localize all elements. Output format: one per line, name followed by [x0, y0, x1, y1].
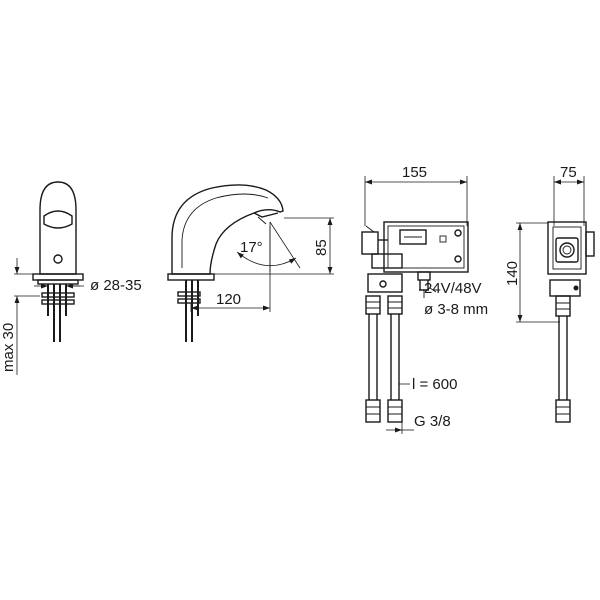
faucet-front-view: max 30 ø 28-35: [0, 181, 142, 375]
side-nut: [177, 298, 201, 304]
side-washer: [177, 291, 201, 297]
angle-spray-line: [269, 221, 301, 269]
hose-right-bottom-nut: [387, 399, 403, 423]
side-hose-top-nut: [555, 295, 571, 317]
dim75-label: 75: [560, 164, 577, 181]
side-hose-top-nut-lines: [556, 302, 570, 310]
side-connector-ring: [559, 242, 575, 258]
side-body-inner: [181, 193, 269, 268]
angle-arc: [236, 251, 297, 267]
hose-left-top-nut-lines: [366, 301, 380, 309]
side-base-plate: [167, 273, 215, 281]
side-hose-bottom-nut-lines: [556, 406, 570, 415]
front-screw: [53, 254, 63, 264]
solenoid-valve: [361, 231, 379, 255]
front-washer: [41, 292, 75, 298]
control-box-display: [399, 229, 427, 245]
side-connector-core: [562, 245, 572, 255]
max30-label: max 30: [0, 323, 17, 372]
side-fitting-screw: [573, 285, 579, 291]
front-gasket: [37, 279, 79, 285]
control-box-front-view: 155 24V/48V ø 3-8 mm: [361, 164, 488, 434]
control-box-inner: [387, 225, 465, 269]
cable-dia-label: ø 3-8 mm: [424, 301, 488, 318]
status-led: [439, 235, 447, 243]
hose-right-top-nut: [387, 295, 403, 315]
hose-length-label: l = 600: [412, 376, 457, 393]
spout-outlet: [257, 216, 267, 225]
spout-tip: [253, 212, 279, 218]
dim120-label: 120: [216, 291, 241, 308]
front-nut: [41, 299, 75, 305]
hose-left-top-nut: [365, 295, 381, 315]
side-body-outer: [171, 184, 284, 275]
side-bracket: [585, 231, 595, 257]
dim155-label: 155: [402, 164, 427, 181]
hose-right-bottom-nut-lines: [388, 406, 402, 415]
hose-right-top-nut-lines: [388, 301, 402, 309]
sensor-window: [43, 210, 73, 229]
angle-label: 17°: [240, 239, 263, 256]
fitting-screw: [379, 280, 387, 288]
fitting-block: [367, 273, 403, 293]
side-housing: [547, 221, 587, 275]
side-housing-inner: [552, 226, 582, 270]
side-hose-bottom-nut: [555, 399, 571, 423]
voltage-leader: [429, 287, 437, 293]
box-screw-bottom: [454, 255, 462, 263]
voltage-label: 24V/48V: [424, 280, 482, 297]
hose-left-bottom-nut: [365, 399, 381, 423]
dim85-label: 85: [313, 239, 330, 256]
solenoid-wire: [365, 225, 375, 233]
hose-left-bottom-nut-lines: [366, 406, 380, 415]
side-connector: [555, 237, 579, 263]
faucet-side-view: 120 85 17°: [167, 184, 334, 342]
dim140-label: 140: [504, 261, 521, 286]
front-base-plate: [32, 273, 84, 281]
box-screw-top: [454, 229, 462, 237]
faucet-head: [39, 181, 77, 275]
dia-label: ø 28-35: [90, 277, 142, 294]
control-box-side-view: 75 140: [504, 164, 595, 423]
thread-label: G 3/8: [414, 413, 451, 430]
cable-gland: [417, 271, 431, 281]
valve-block: [371, 253, 403, 269]
